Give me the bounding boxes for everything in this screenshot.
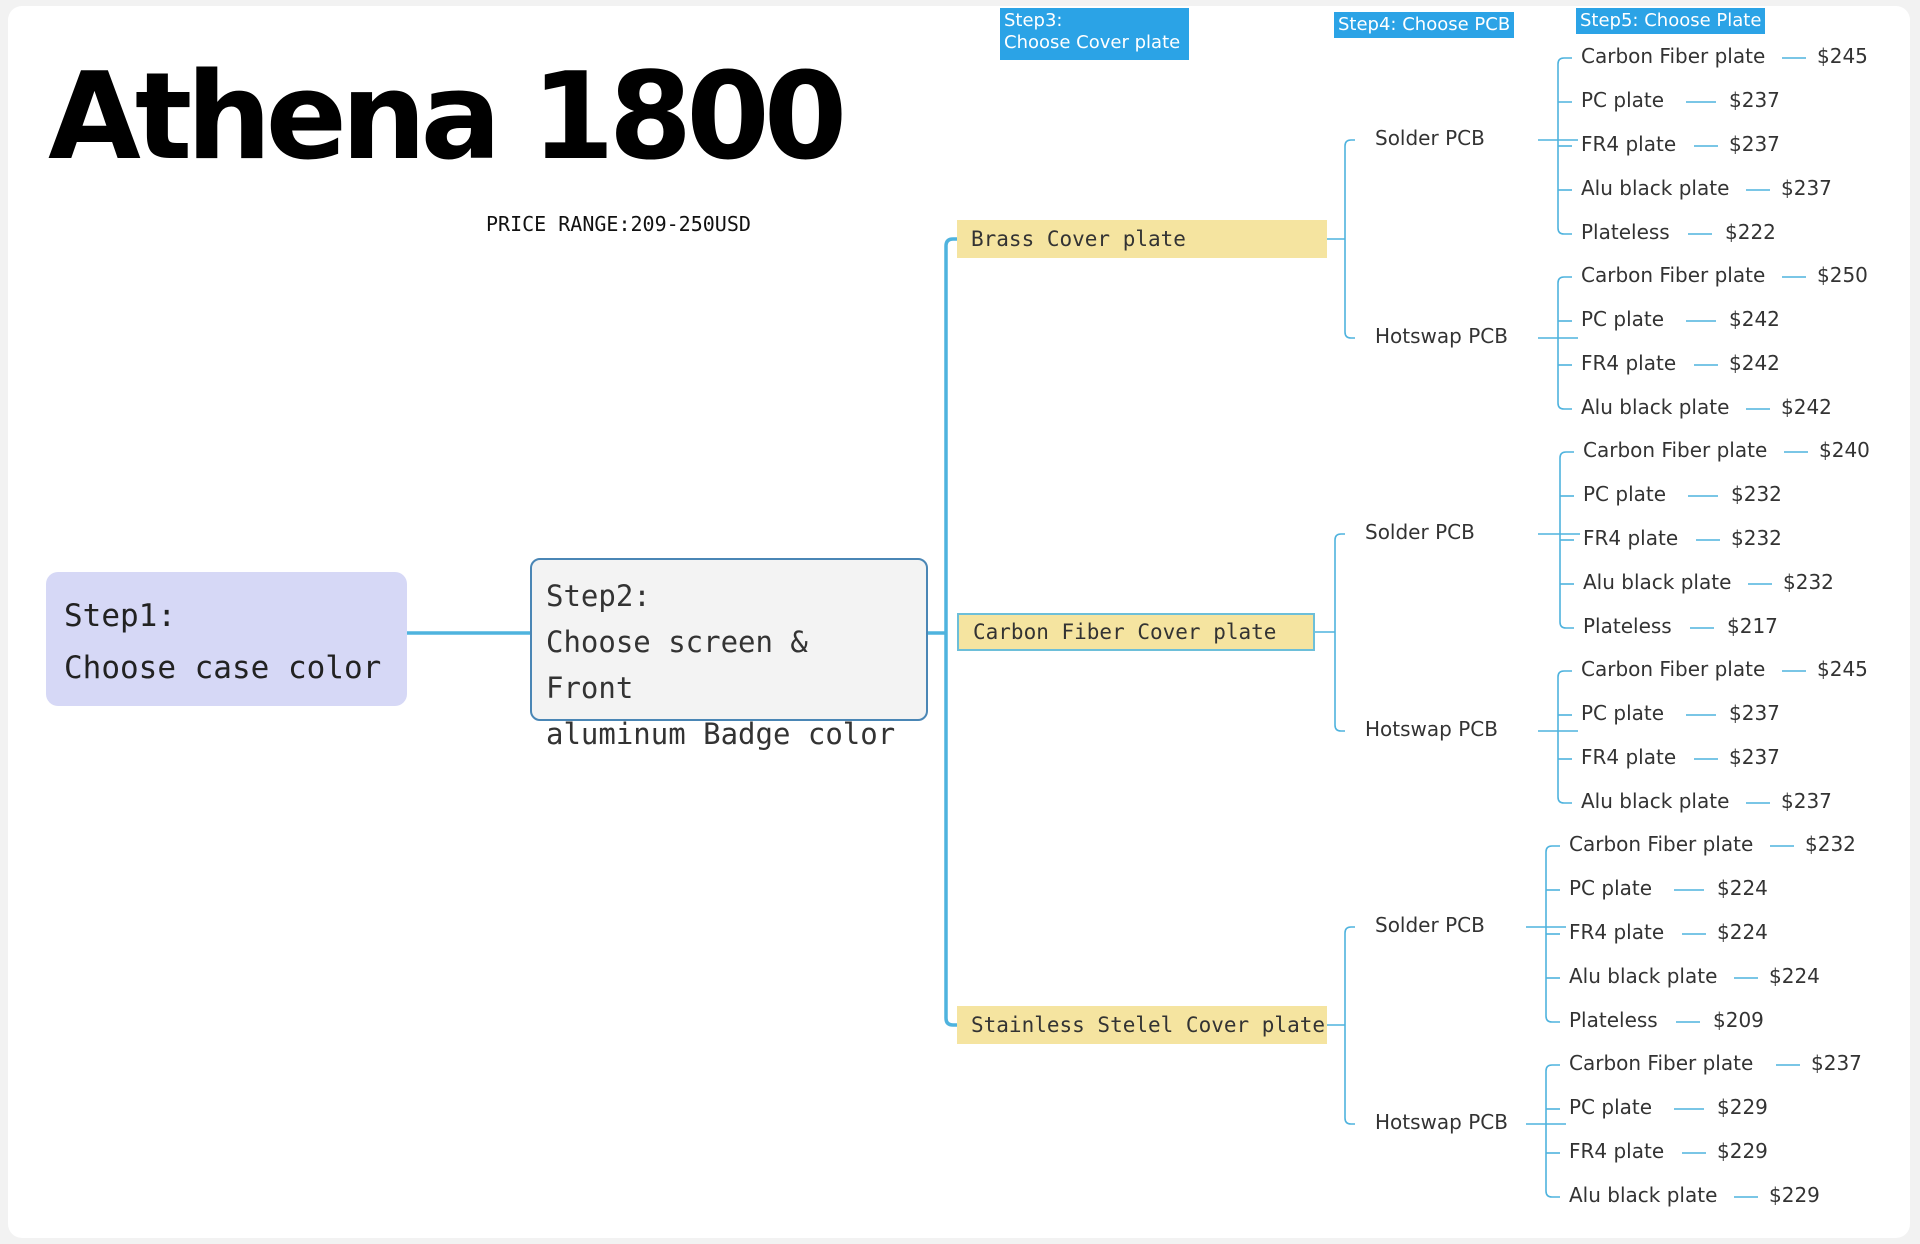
plate-node[interactable]: Alu black plate	[1569, 1183, 1718, 1207]
plate-price: $237	[1729, 88, 1780, 112]
cover-node-brass[interactable]: Brass Cover plate	[957, 220, 1327, 258]
plate-price: $237	[1781, 176, 1832, 200]
plate-price: $232	[1731, 482, 1782, 506]
plate-price: $242	[1729, 307, 1780, 331]
step5-header: Step5: Choose Plate	[1576, 8, 1766, 34]
plate-node[interactable]: PC plate	[1581, 88, 1665, 112]
plate-price: $242	[1781, 395, 1832, 419]
plate-node[interactable]: Carbon Fiber plate	[1581, 263, 1766, 287]
plate-price: $229	[1769, 1183, 1820, 1207]
plate-price: $242	[1729, 351, 1780, 375]
pcb-node-stainless-hotswap[interactable]: Hotswap PCB	[1375, 1110, 1508, 1134]
step3-header: Step3: Choose Cover plate	[1000, 8, 1189, 60]
step3-header-line2: Choose Cover plate	[1004, 32, 1181, 53]
plate-price: $222	[1725, 220, 1776, 244]
plate-node[interactable]: FR4 plate	[1569, 1139, 1665, 1163]
plate-price: $229	[1717, 1139, 1768, 1163]
step4-header: Step4: Choose PCB	[1334, 12, 1515, 38]
plate-node[interactable]: Alu black plate	[1581, 176, 1730, 200]
step2-title: Step2:	[546, 579, 651, 613]
plate-price: $232	[1805, 832, 1856, 856]
step1-node[interactable]: Step1: Choose case color	[46, 572, 407, 706]
price-range: PRICE RANGE:209-250USD	[486, 212, 751, 236]
plate-node[interactable]: FR4 plate	[1583, 526, 1679, 550]
plate-price: $224	[1717, 876, 1768, 900]
plate-node[interactable]: Alu black plate	[1569, 964, 1718, 988]
plate-price: $245	[1817, 657, 1868, 681]
connector-line	[944, 237, 957, 1027]
pcb-node-carbon-hotswap[interactable]: Hotswap PCB	[1365, 717, 1498, 741]
plate-price: $224	[1769, 964, 1820, 988]
plate-node[interactable]: Alu black plate	[1581, 395, 1730, 419]
plate-node[interactable]: Plateless	[1569, 1008, 1658, 1032]
plate-price: $245	[1817, 44, 1868, 68]
plate-node[interactable]: Plateless	[1583, 614, 1672, 638]
plate-node[interactable]: FR4 plate	[1569, 920, 1665, 944]
plate-price: $232	[1783, 570, 1834, 594]
connector-lines	[407, 57, 1808, 1198]
plate-node[interactable]: Plateless	[1581, 220, 1670, 244]
plate-node[interactable]: Carbon Fiber plate	[1569, 832, 1754, 856]
pcb-node-carbon-solder[interactable]: Solder PCB	[1365, 520, 1475, 544]
page-title: Athena 1800	[48, 48, 847, 187]
pcb-node-brass-solder[interactable]: Solder PCB	[1375, 126, 1485, 150]
connector-line	[1334, 533, 1345, 732]
pcb-node-brass-hotswap[interactable]: Hotswap PCB	[1375, 324, 1508, 348]
plate-node[interactable]: Alu black plate	[1581, 789, 1730, 813]
plate-node[interactable]: PC plate	[1569, 876, 1653, 900]
step3-header-line1: Step3:	[1004, 10, 1063, 31]
plate-node[interactable]: PC plate	[1581, 307, 1665, 331]
plate-price: $240	[1819, 438, 1870, 462]
plate-price: $237	[1729, 132, 1780, 156]
step2-label-line1: Choose screen & Front	[546, 625, 808, 705]
plate-node[interactable]: Carbon Fiber plate	[1569, 1051, 1754, 1075]
connector-line	[1344, 926, 1355, 1125]
step1-title: Step1:	[64, 598, 176, 634]
cover-node-stainless-steel[interactable]: Stainless Stelel Cover plate	[957, 1006, 1327, 1044]
plate-node[interactable]: PC plate	[1569, 1095, 1653, 1119]
connector-line	[1557, 670, 1572, 804]
pcb-node-stainless-solder[interactable]: Solder PCB	[1375, 913, 1485, 937]
cover-node-carbon-fiber[interactable]: Carbon Fiber Cover plate	[957, 613, 1315, 651]
plate-price: $237	[1811, 1051, 1862, 1075]
plate-node[interactable]: FR4 plate	[1581, 745, 1677, 769]
plate-price: $217	[1727, 614, 1778, 638]
plate-price: $237	[1729, 745, 1780, 769]
step2-label-line2: aluminum Badge color	[546, 717, 896, 751]
plate-node[interactable]: PC plate	[1583, 482, 1667, 506]
plate-node[interactable]: Carbon Fiber plate	[1581, 44, 1766, 68]
mind-map-canvas: Athena 1800 PRICE RANGE:209-250USD Step3…	[8, 6, 1910, 1238]
connector-line	[1344, 139, 1355, 339]
plate-price: $237	[1781, 789, 1832, 813]
plate-price: $229	[1717, 1095, 1768, 1119]
plate-node[interactable]: Carbon Fiber plate	[1583, 438, 1768, 462]
plate-price: $209	[1713, 1008, 1764, 1032]
plate-node[interactable]: FR4 plate	[1581, 351, 1677, 375]
step2-node[interactable]: Step2: Choose screen & Front aluminum Ba…	[530, 558, 928, 751]
connector-line	[1545, 1064, 1560, 1198]
step1-label: Choose case color	[64, 650, 382, 686]
plate-node[interactable]: Alu black plate	[1583, 570, 1732, 594]
plate-price: $224	[1717, 920, 1768, 944]
plate-price: $237	[1729, 701, 1780, 725]
connector-line	[1557, 276, 1572, 410]
plate-price: $232	[1731, 526, 1782, 550]
plate-node[interactable]: FR4 plate	[1581, 132, 1677, 156]
plate-node[interactable]: PC plate	[1581, 701, 1665, 725]
plate-price: $250	[1817, 263, 1868, 287]
plate-node[interactable]: Carbon Fiber plate	[1581, 657, 1766, 681]
